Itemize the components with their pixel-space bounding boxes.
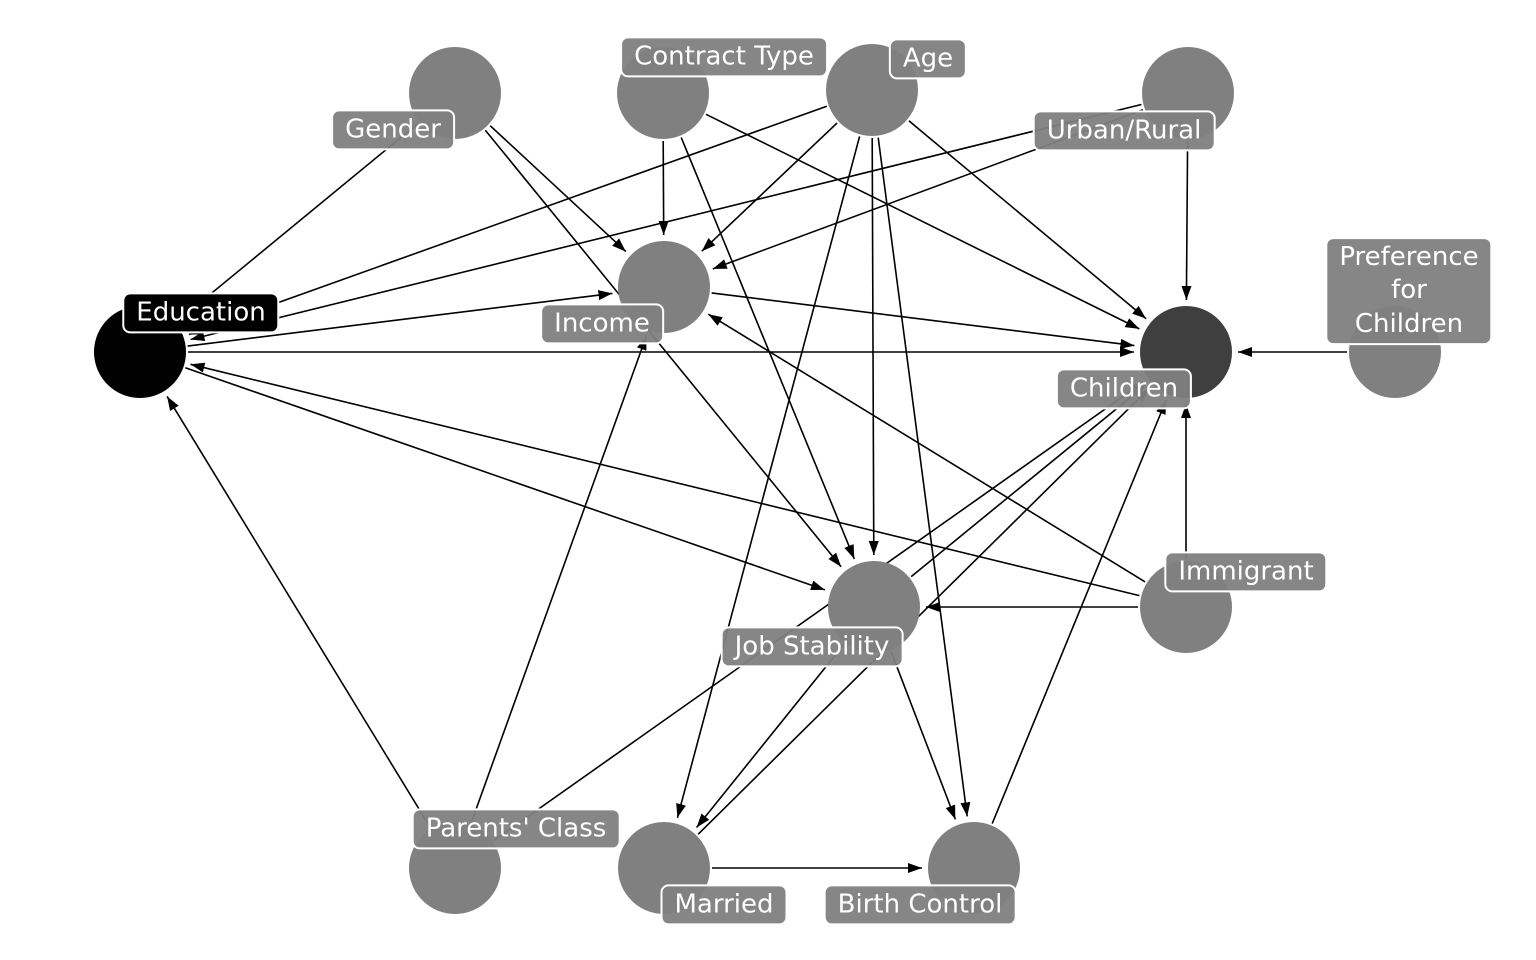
edge-age-birth_control — [877, 137, 971, 817]
edge-education-job_stability — [185, 367, 826, 591]
edge-job_stability-birth_control — [890, 651, 957, 820]
edge-parents_class-education — [166, 395, 431, 828]
edge-age-job_stability — [868, 137, 879, 556]
edge-contract_type-income — [658, 140, 669, 236]
label-gender: Gender — [331, 109, 455, 151]
edge-immigrant-income — [707, 313, 1146, 583]
label-job_stability: Job Stability — [720, 626, 904, 668]
label-preference: Preference for Children — [1325, 237, 1493, 345]
label-children: Children — [1055, 368, 1193, 410]
edge-urban_rural-children — [1181, 140, 1192, 301]
edge-birth_control-children — [991, 399, 1167, 824]
edge-gender-job_stability — [484, 129, 842, 568]
label-education: Education — [122, 292, 280, 334]
label-parents_class: Parents' Class — [411, 808, 621, 850]
edge-contract_type-job_stability — [680, 137, 856, 560]
label-age: Age — [888, 38, 968, 80]
edges-layer — [166, 103, 1347, 873]
edge-job_stability-married — [695, 643, 845, 829]
label-immigrant: Immigrant — [1164, 551, 1328, 593]
edge-contract_type-children — [705, 113, 1140, 330]
edge-gender-income — [489, 125, 627, 253]
edge-income-children — [711, 292, 1135, 349]
edge-parents_class-children — [493, 381, 1144, 841]
edge-gender-education — [179, 122, 419, 320]
label-married: Married — [660, 884, 788, 926]
edge-parents_class-income — [470, 335, 648, 824]
edge-age-married — [676, 136, 861, 819]
edge-age-children — [908, 120, 1147, 320]
edge-education-income — [187, 290, 613, 347]
edge-job_stability-children — [910, 384, 1147, 578]
edge-immigrant-education — [190, 362, 1140, 597]
edge-age-income — [701, 122, 838, 252]
label-contract_type: Contract Type — [620, 36, 828, 78]
label-urban_rural: Urban/Rural — [1032, 110, 1216, 152]
label-income: Income — [540, 303, 664, 345]
edge-urban_rural-education — [190, 103, 1142, 341]
edge-age-education — [188, 105, 828, 336]
edge-married-children — [697, 388, 1150, 835]
label-birth_control: Birth Control — [823, 884, 1017, 926]
